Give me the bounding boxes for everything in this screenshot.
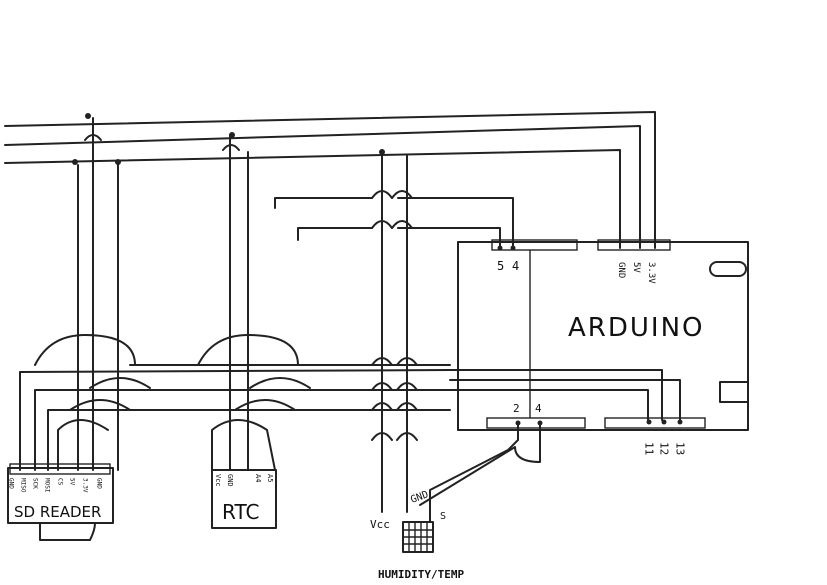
rtc-label: RTC [222,500,259,524]
sd-reader-module: SD READER GND MISO SCK MOSI CS 5V 3.3V G… [7,463,114,541]
sensor-pin-vcc: Vcc [370,518,390,531]
sd-pin-gnd1: GND [8,478,15,489]
arduino-pin-13: 13 [674,442,687,455]
rtc-pin-a4: A4 [254,474,262,482]
arduino-pin-gnd: GND [616,262,626,278]
power-bus [4,111,656,249]
rtc-pin-vcc: Vcc [214,474,222,487]
rtc-pin-a5: A5 [266,474,274,482]
i2c-wires [274,190,514,249]
arduino-pin-11: 11 [643,442,656,455]
arduino-label: ARDUINO [568,313,704,343]
sensor-pin-s: S [440,511,446,522]
rtc-pin-gnd: GND [226,474,234,487]
spi-wires [19,334,681,471]
arduino-pin-5: 5 [497,259,504,273]
arduino-pin-12: 12 [658,442,671,455]
arduino-pin-3v3: 3.3V [646,262,656,284]
arduino-board: ARDUINO 5 4 GND 5V 3.3V 2 4 11 12 13 [457,239,749,455]
sd-pin-sck: SCK [32,478,39,489]
arduino-pin-a2: 2 [513,402,520,415]
sd-pin-5v: 5V [69,478,76,486]
sd-reader-label: SD READER [14,503,101,521]
sensor-pin-gnd: GND [409,489,430,506]
sensor-label: HUMIDITY/TEMP [378,568,464,581]
sd-pin-3v3: 3.3V [82,478,89,493]
arduino-pin-4: 4 [512,259,519,273]
arduino-pin-a4: 4 [535,402,542,415]
arduino-pin-5v: 5V [631,262,641,273]
bus-drops [72,113,408,513]
sd-pin-mosi: MOSI [44,478,51,493]
rtc-module: RTC Vcc GND A4 A5 [211,469,277,529]
sensor-wires [371,422,541,523]
humidity-temp-sensor: Vcc GND S HUMIDITY/TEMP [370,489,464,581]
sd-pin-gnd2: GND [96,478,103,489]
sd-pin-cs: CS [57,478,64,486]
sd-pin-miso: MISO [20,478,27,493]
